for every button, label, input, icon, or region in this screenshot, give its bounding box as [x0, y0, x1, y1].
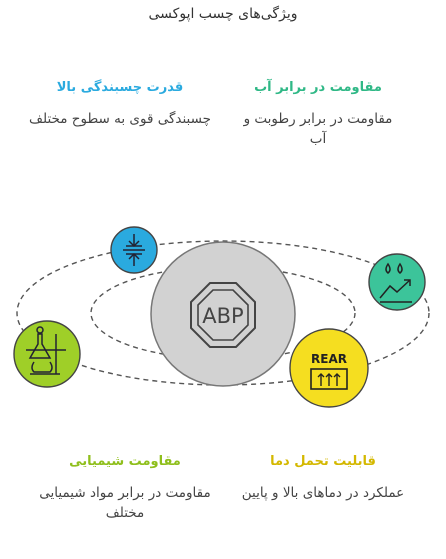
- orbit-diagram: ABP: [13, 226, 430, 408]
- feature-adhesion-desc: چسبندگی قوی به سطوح مختلف: [29, 111, 211, 127]
- center-circle: [150, 241, 296, 387]
- chemical-node: [13, 320, 81, 388]
- water-node: [368, 253, 426, 311]
- chemical-flask-burner-icon: [26, 326, 66, 375]
- feature-temperature-desc: عملکرد در دماهای بالا و پایین: [241, 485, 405, 501]
- feature-adhesion-title: قدرت چسبندگی بالا: [56, 80, 184, 95]
- center-node: ABP: [150, 241, 296, 387]
- heat-rear-window-icon: REAR: [310, 352, 348, 390]
- feature-chemical-title: مقاومت شیمیایی: [69, 454, 181, 469]
- octagon-badge-icon: [190, 282, 256, 348]
- diagram-title: ویژگی‌های چسب اپوکسی: [148, 6, 298, 22]
- feature-temperature-tolerance: قابلیت تحمل دما عملکرد در دماهای بالا و …: [228, 454, 418, 503]
- compression-arrows-icon: [123, 234, 145, 266]
- temperature-node: REAR: [289, 328, 369, 408]
- center-label: ABP: [202, 304, 243, 328]
- feature-chemical-desc: مقاومت در برابر مواد شیمیایی مختلف: [39, 485, 211, 521]
- feature-water-desc: مقاومت در برابر رطوبت و آب: [243, 111, 393, 147]
- feature-chemical-resistance: مقاومت شیمیایی مقاومت در برابر مواد شیمی…: [20, 454, 230, 523]
- feature-temperature-title: قابلیت تحمل دما: [270, 454, 376, 469]
- temperature-icon-label: REAR: [311, 352, 347, 366]
- feature-adhesion-strength: قدرت چسبندگی بالا چسبندگی قوی به سطوح مخ…: [20, 80, 220, 129]
- outer-orbit: [16, 240, 430, 386]
- adhesion-node: [110, 226, 158, 274]
- feature-water-resistance: مقاومت در برابر آب مقاومت در برابر رطوبت…: [238, 80, 398, 149]
- water-drops-arrow-icon: [379, 262, 412, 303]
- feature-water-title: مقاومت در برابر آب: [254, 80, 382, 95]
